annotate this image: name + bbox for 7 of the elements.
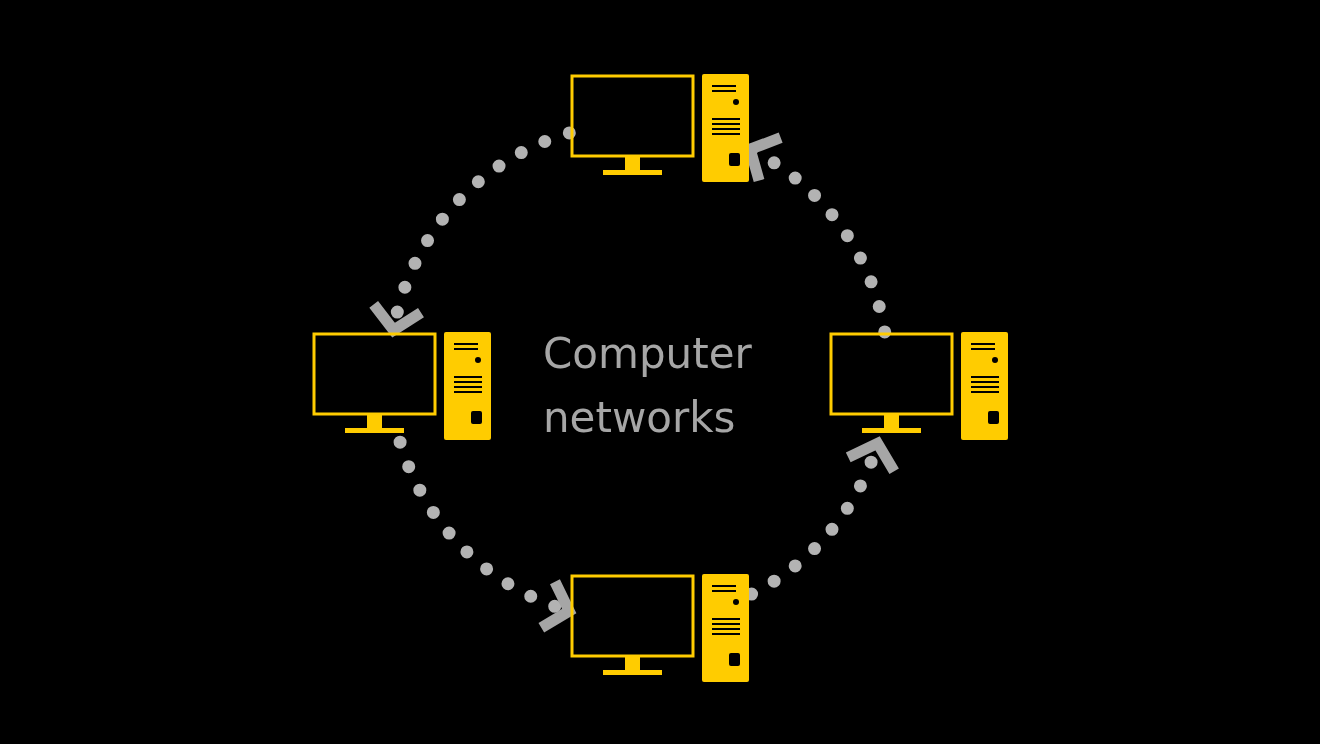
center-title: Computer networks [543,328,753,444]
dotted-arrow [393,435,576,634]
computer-drawing [312,332,492,442]
computer-drawing [829,332,1009,442]
computer-drawing [570,74,750,184]
dotted-arrow [368,126,576,337]
computer-drawing [570,574,750,684]
